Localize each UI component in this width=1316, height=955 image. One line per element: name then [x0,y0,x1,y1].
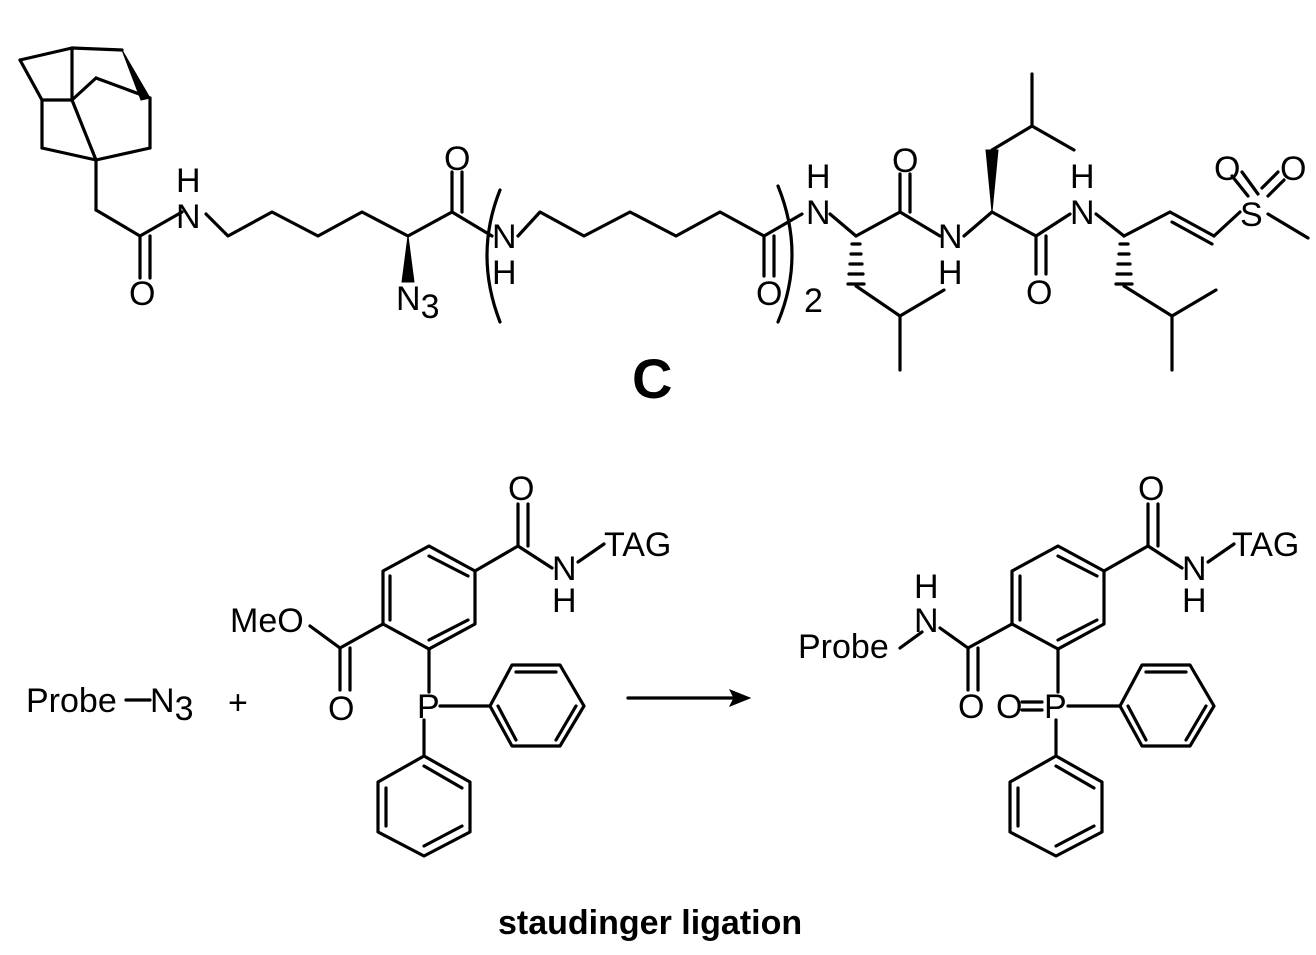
hash-bond-leu3 [1114,242,1134,286]
o-lys: O [444,140,470,178]
s-atom: S [1240,196,1263,234]
nh-leu2-n: N [938,218,963,256]
nh-leu1-h: H [806,158,831,196]
product: Probe N H O O N H TAG O P [798,470,1299,858]
prod-o-amide-right: O [1138,470,1164,508]
reactant-probe: Probe [26,682,117,720]
o-leu1: O [892,142,918,180]
prod-n-probe: N [914,602,939,640]
phos-p: P [417,688,440,726]
repeat-bracket-right [776,184,794,324]
plus-sign: + [228,684,248,722]
o-s1: O [1214,150,1240,188]
phos-meo: MeO [230,602,304,640]
prod-tag: TAG [1232,526,1299,564]
nh-left-h: H [176,162,201,200]
prod-o-p: O [996,688,1022,726]
hash-bond-leu1 [846,242,866,286]
prod-n: N [1182,550,1207,588]
prod-p: P [1044,688,1067,726]
phos-o-amide: O [508,470,534,508]
n3-main: N3 [396,280,439,326]
nh-left-n: N [176,198,201,236]
prod-h-probe: H [914,568,939,606]
phos-o-ester: O [328,690,354,728]
caption: staudinger ligation [498,904,802,942]
nh-leu3-n: N [1070,194,1095,232]
nh-leu1-n: N [806,194,831,232]
nh-leu3-h: H [1070,158,1095,196]
prod-o-amide-left: O [958,688,984,726]
prod-h: H [1182,582,1207,620]
o-leu2: O [1026,274,1052,312]
phos-h: H [552,582,577,620]
nh-ahx-n: N [492,218,517,256]
repeat-bracket-left [485,188,502,324]
o-ahx: O [756,275,782,313]
repeat-count: 2 [804,282,823,320]
phosphine-reagent: O N H TAG O MeO P [230,470,671,858]
o-amide1: O [129,275,155,313]
reactant-n3: N3 [150,682,193,728]
reaction: Probe N3 + O N H TAG O MeO P [26,470,1299,942]
nh-leu2-h: H [938,254,963,292]
reaction-arrow [626,689,752,707]
phos-n: N [552,550,577,588]
o-s2: O [1280,150,1306,188]
compound-c: O N H N3 O N H O 2 N H [18,46,1310,410]
phos-tag: TAG [604,526,671,564]
adamantane-group [18,46,152,162]
prod-probe: Probe [798,628,889,666]
nh-ahx-h: H [492,254,517,292]
compound-label: C [632,347,672,410]
